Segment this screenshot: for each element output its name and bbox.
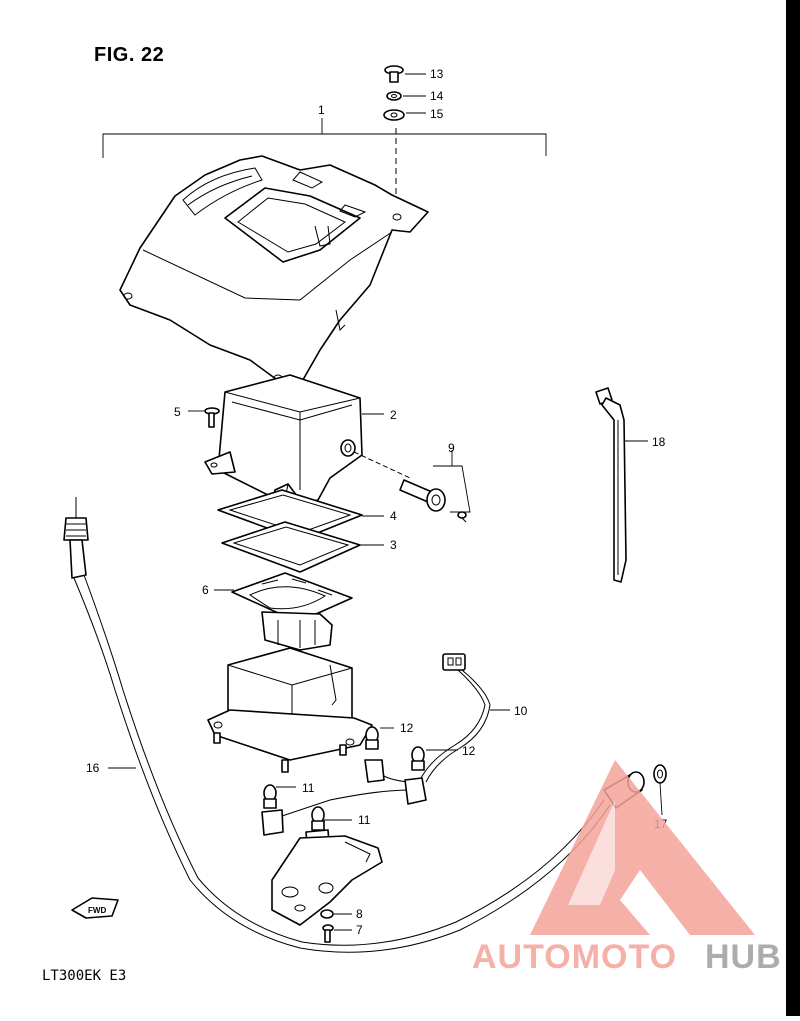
callout-7: 7 xyxy=(356,923,363,937)
assembly-bracket xyxy=(102,133,547,158)
callout-4: 4 xyxy=(390,509,397,523)
callout-11b: 11 xyxy=(358,813,371,827)
callout-16: 16 xyxy=(86,761,100,775)
watermark-text-2: HUB xyxy=(705,938,782,976)
cable-tie-18 xyxy=(595,387,648,583)
callout-5: 5 xyxy=(174,405,181,419)
mounting-bracket xyxy=(271,835,383,943)
speedometer-unit-6 xyxy=(214,572,353,666)
meter-case-upper xyxy=(204,374,384,511)
callout-10: 10 xyxy=(514,704,528,718)
callout-18: 18 xyxy=(652,435,666,449)
callout-8: 8 xyxy=(356,907,363,921)
grommet-17 xyxy=(653,764,667,816)
callout-14: 14 xyxy=(430,89,444,103)
callout-11a: 11 xyxy=(302,781,315,795)
callout-6: 6 xyxy=(202,583,209,597)
screw-13 xyxy=(384,65,426,83)
meter-case-lower xyxy=(207,647,373,773)
washer-15 xyxy=(383,109,426,121)
meter-cover xyxy=(119,155,429,386)
page-edge xyxy=(786,0,800,1016)
washer-14 xyxy=(386,91,426,101)
gasket-3 xyxy=(221,521,384,573)
bulb-12a xyxy=(365,726,394,750)
callout-15: 15 xyxy=(430,107,444,121)
figure-title: FIG. 22 xyxy=(94,44,165,66)
fwd-label: FWD xyxy=(88,906,106,915)
bulb-11a xyxy=(263,784,296,809)
screw-5 xyxy=(188,407,220,428)
watermark-text-1: AUTOMOTO xyxy=(472,938,677,976)
callout-3: 3 xyxy=(390,538,397,552)
reset-knob-9 xyxy=(353,450,471,523)
callout-2: 2 xyxy=(390,408,397,422)
bulb-12b xyxy=(411,746,458,771)
callout-9: 9 xyxy=(448,441,455,455)
callout-1: 1 xyxy=(318,103,325,117)
callout-12a: 12 xyxy=(400,721,414,735)
forward-arrow: FWD xyxy=(71,897,119,919)
bulb-11b xyxy=(311,806,352,831)
callout-12b: 12 xyxy=(462,744,476,758)
callout-13: 13 xyxy=(430,67,444,81)
watermark-logo: AUTOMOTO HUB xyxy=(472,760,782,976)
model-code: LT300EK E3 xyxy=(42,968,127,984)
